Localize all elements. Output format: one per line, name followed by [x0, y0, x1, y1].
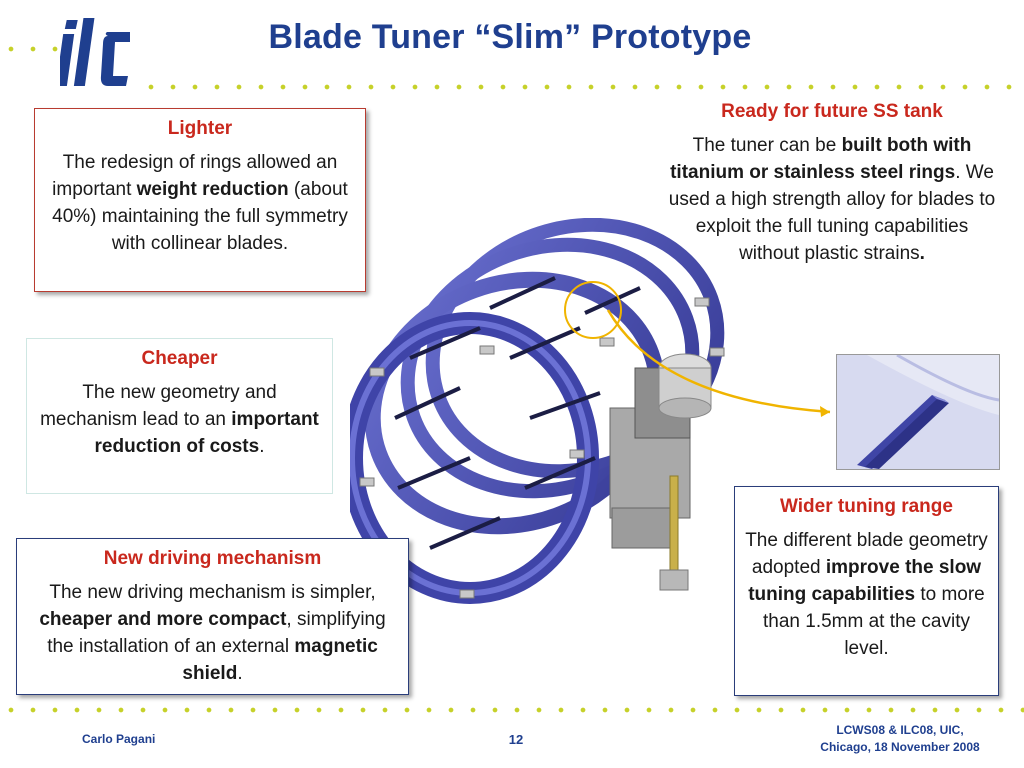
driving-heading: New driving mechanism [103, 548, 322, 569]
cheaper-text: The new geometry and mechanism lead to a… [40, 382, 319, 457]
blade-detail-render [836, 353, 1000, 470]
footer-event: LCWS08 & ILC08, UIC, Chicago, 18 Novembe… [790, 722, 1010, 756]
top-left-dots [0, 46, 64, 52]
page-number: 12 [508, 732, 524, 747]
pointer-arrow [600, 300, 840, 420]
lighter-heading: Lighter [167, 118, 233, 139]
lighter-text: The redesign of rings allowed an importa… [52, 152, 348, 254]
footer-event-line2: Chicago, 18 November 2008 [820, 740, 980, 754]
blade-tuner-render [341, 217, 740, 610]
driving-text: The new driving mechanism is simpler, ch… [39, 582, 386, 684]
footer-event-line1: LCWS08 & ILC08, UIC, [836, 723, 964, 737]
slide-title: Blade Tuner “Slim” Prototype [268, 18, 752, 56]
footer-author: Carlo Pagani [82, 732, 156, 746]
bottom-dotted-line [0, 707, 1024, 713]
wider-heading: Wider tuning range [780, 496, 953, 517]
future-tank-box: Ready for future SS tank The tuner can b… [662, 100, 1002, 300]
top-dotted-line [140, 84, 1024, 90]
cheaper-heading: Cheaper [141, 348, 218, 369]
lighter-box: Lighter The redesign of rings allowed an… [34, 108, 366, 292]
future-text: The tuner can be built both with titaniu… [668, 135, 996, 264]
cheaper-box: Cheaper The new geometry and mechanism l… [26, 338, 333, 494]
wider-text: The different blade geometry adopted imp… [745, 530, 988, 659]
wider-range-box: Wider tuning range The different blade g… [734, 486, 999, 696]
future-heading: Ready for future SS tank [721, 101, 943, 122]
ilc-logo [55, 14, 140, 90]
driving-mechanism-box: New driving mechanism The new driving me… [16, 538, 409, 695]
